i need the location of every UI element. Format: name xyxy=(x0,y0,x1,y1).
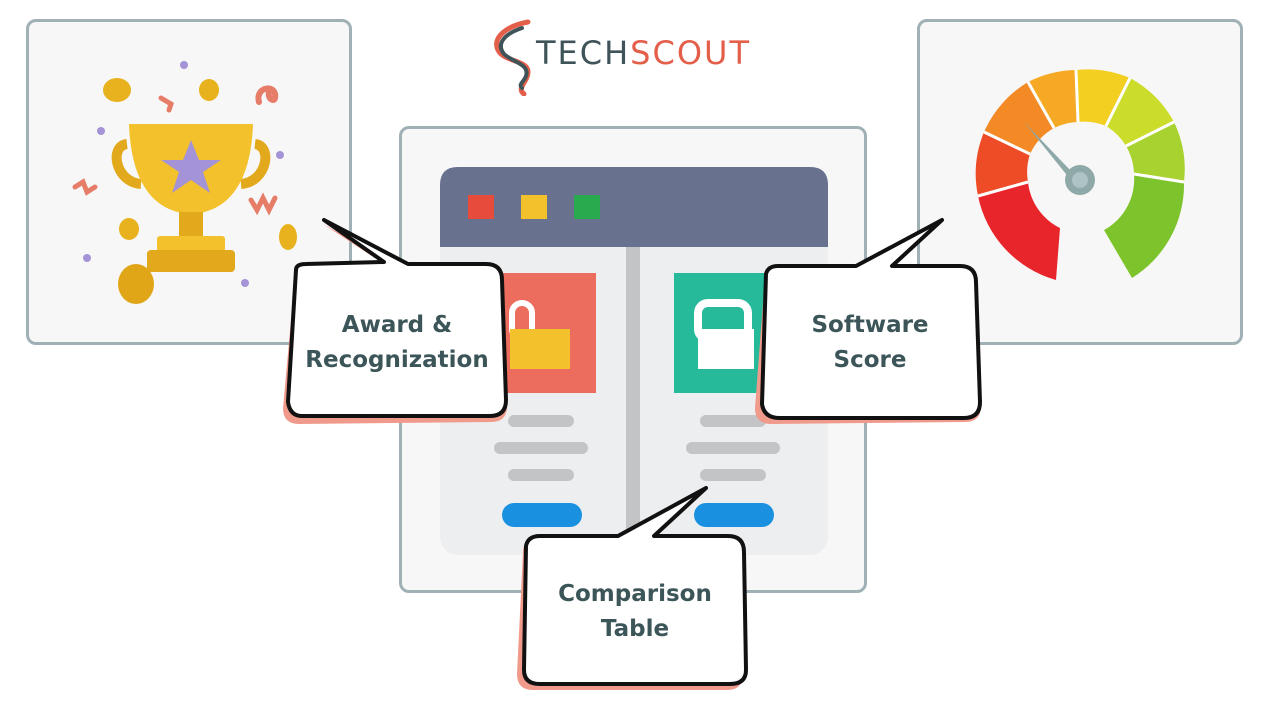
score-panel xyxy=(917,19,1243,345)
award-callout-line1: Award & xyxy=(341,312,453,338)
score-callout-line2: Score xyxy=(833,347,907,373)
brand-name: TECHSCOUT xyxy=(536,34,751,72)
compare-callout-label: Comparison Table xyxy=(526,540,744,684)
techscout-logo xyxy=(486,16,786,97)
compare-callout-line2: Table xyxy=(600,616,670,642)
speedometer-gauge-icon xyxy=(975,69,1185,280)
score-callout-line1: Software xyxy=(811,312,929,338)
compare-callout-line1: Comparison xyxy=(558,581,712,607)
techscout-swirl-icon xyxy=(494,19,531,97)
award-callout-label: Award & Recognization xyxy=(292,270,502,416)
comparison-window-icon xyxy=(440,167,828,555)
award-callout-line2: Recognization xyxy=(305,347,489,373)
score-callout-label: Software Score xyxy=(764,270,976,416)
